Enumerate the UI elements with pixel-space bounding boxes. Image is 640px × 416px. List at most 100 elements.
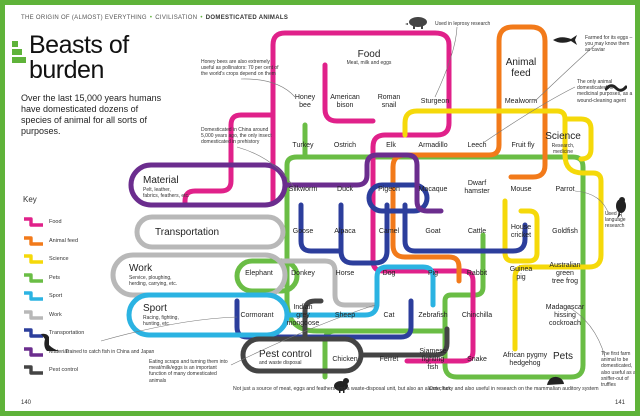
note-silkworm: Domesticated in China around 5,000 years…	[201, 127, 272, 146]
animal-label-pigeon: Pigeon	[378, 186, 400, 193]
page-number-right: 141	[615, 400, 626, 406]
group-label-pest-control: Pest control	[259, 349, 312, 360]
key-label: Pest control	[49, 367, 79, 373]
material-tube	[282, 152, 444, 214]
group-label-science: Science	[545, 131, 581, 142]
animal-label-horse: Horse	[336, 270, 355, 277]
animal-label-ferret: Ferret	[380, 356, 399, 363]
note-cormorant: Trained to catch fish in China and Japan	[65, 349, 155, 355]
sturgeon-icon	[553, 35, 577, 45]
group-label-pets: Pets	[553, 351, 573, 362]
leader-line	[100, 316, 238, 342]
animal-label-macaque: Macaque	[419, 186, 448, 193]
hedgehog-icon	[547, 376, 564, 385]
key-item-transportation: Transportation	[23, 328, 84, 338]
note-chicken: Not just a source of meat, eggs and feat…	[233, 386, 451, 392]
leader-line	[482, 86, 576, 144]
key-swatch-icon	[24, 291, 43, 301]
key-label: Pets	[49, 274, 61, 281]
page-number-left: 140	[21, 400, 32, 406]
animal-label-sturgeon: Sturgeon	[421, 98, 450, 105]
leader-line	[534, 44, 596, 102]
animal-label-goat: Goat	[425, 228, 440, 235]
pets-tube	[284, 122, 586, 380]
key-label: Animal feed	[49, 237, 79, 244]
animal-label-pig: Pig	[428, 270, 438, 277]
group-label-sport: Sport	[143, 303, 167, 314]
animal-label-rabbit: Rabbit	[467, 270, 487, 277]
group-label-material: Material	[143, 175, 179, 186]
animal-label-camel: Camel	[379, 228, 400, 235]
animal-label-chinchilla: Chinchilla	[462, 312, 492, 319]
animal-label-dog: Dog	[383, 270, 396, 277]
animal-label-goldfish: Goldfish	[552, 228, 578, 235]
animal-label-cat: Cat	[384, 312, 395, 319]
pest-control-tube	[302, 298, 450, 358]
leader-line	[434, 26, 458, 98]
breadcrumb-item: THE ORIGIN OF (ALMOST) EVERYTHING	[21, 15, 147, 21]
science-tube-inner	[502, 198, 540, 264]
food-tube-inner	[322, 62, 376, 124]
leader-line	[564, 304, 606, 358]
key-swatch-icon	[24, 254, 43, 264]
breadcrumb-separator: •	[200, 15, 203, 21]
animal-label-cormorant: Cormorant	[240, 312, 273, 319]
armadillo-icon	[405, 17, 427, 29]
animal-label-alpaca: Alpaca	[334, 228, 356, 235]
key-item-pets: Pets	[23, 272, 61, 283]
key-swatch-icon	[24, 346, 43, 357]
title-line: Beasts of	[29, 31, 129, 59]
cormorant-icon	[41, 333, 59, 351]
key-label: Work	[49, 311, 62, 318]
key-swatch-icon	[24, 272, 43, 283]
key-swatch-icon	[24, 309, 43, 320]
group-label-transportation: Transportation	[155, 227, 219, 238]
key-item-material: Material	[23, 346, 69, 357]
key-label: Science	[49, 256, 69, 262]
sport-tube	[284, 264, 436, 318]
animal-label-cattle: Cattle	[468, 228, 486, 235]
group-label-work: Work	[129, 263, 153, 274]
group-sublabel-science: Research,medicine	[552, 143, 575, 155]
animal-label-chicken: Chicken	[332, 356, 357, 363]
key-swatch-icon	[24, 328, 43, 338]
group-sublabel-work: Service, ploughing,herding, carrying, et…	[129, 275, 177, 287]
note-armadillo: Used in leprosy research	[435, 21, 491, 27]
animal-label-mouse: Mouse	[510, 186, 531, 193]
page-title: Beasts of burden	[29, 33, 129, 83]
key-label: Sport	[49, 293, 63, 299]
group-sublabel-sport: Racing, fighting,hunting, etc.	[143, 315, 179, 327]
leech-icon	[605, 84, 627, 92]
key-swatch-icon	[24, 365, 43, 375]
animal-feed-tube	[390, 24, 548, 284]
leader-line	[236, 146, 296, 190]
science-tube	[402, 108, 604, 352]
group-label-food: Food	[358, 49, 381, 60]
work-transport-loop	[134, 214, 286, 250]
animal-label-zebrafish: Zebrafish	[418, 312, 447, 319]
animal-label-elephant: Elephant	[245, 270, 273, 277]
note-honey-bee: Honey bees are also extremely useful as …	[201, 59, 279, 78]
key-label: Transportation	[49, 330, 85, 336]
leader-line	[574, 190, 610, 216]
animal-label-armadillo: Armadillo	[418, 142, 447, 149]
key-item-work: Work	[23, 309, 62, 320]
key-item-animal-feed: Animal feed	[23, 235, 79, 246]
animal-label-donkey: Donkey	[291, 270, 315, 277]
note-sturgeon: Farmed for its eggs – you may know them …	[585, 35, 633, 54]
leader-line	[230, 304, 376, 366]
key-item-pest-control: Pest control	[23, 365, 78, 375]
animal-label-elk: Elk	[386, 142, 396, 149]
note-pig: Eating scraps and turning them into meat…	[149, 359, 228, 384]
animal-label-parrot: Parrot	[555, 186, 574, 193]
key-swatch-icon	[24, 235, 43, 246]
